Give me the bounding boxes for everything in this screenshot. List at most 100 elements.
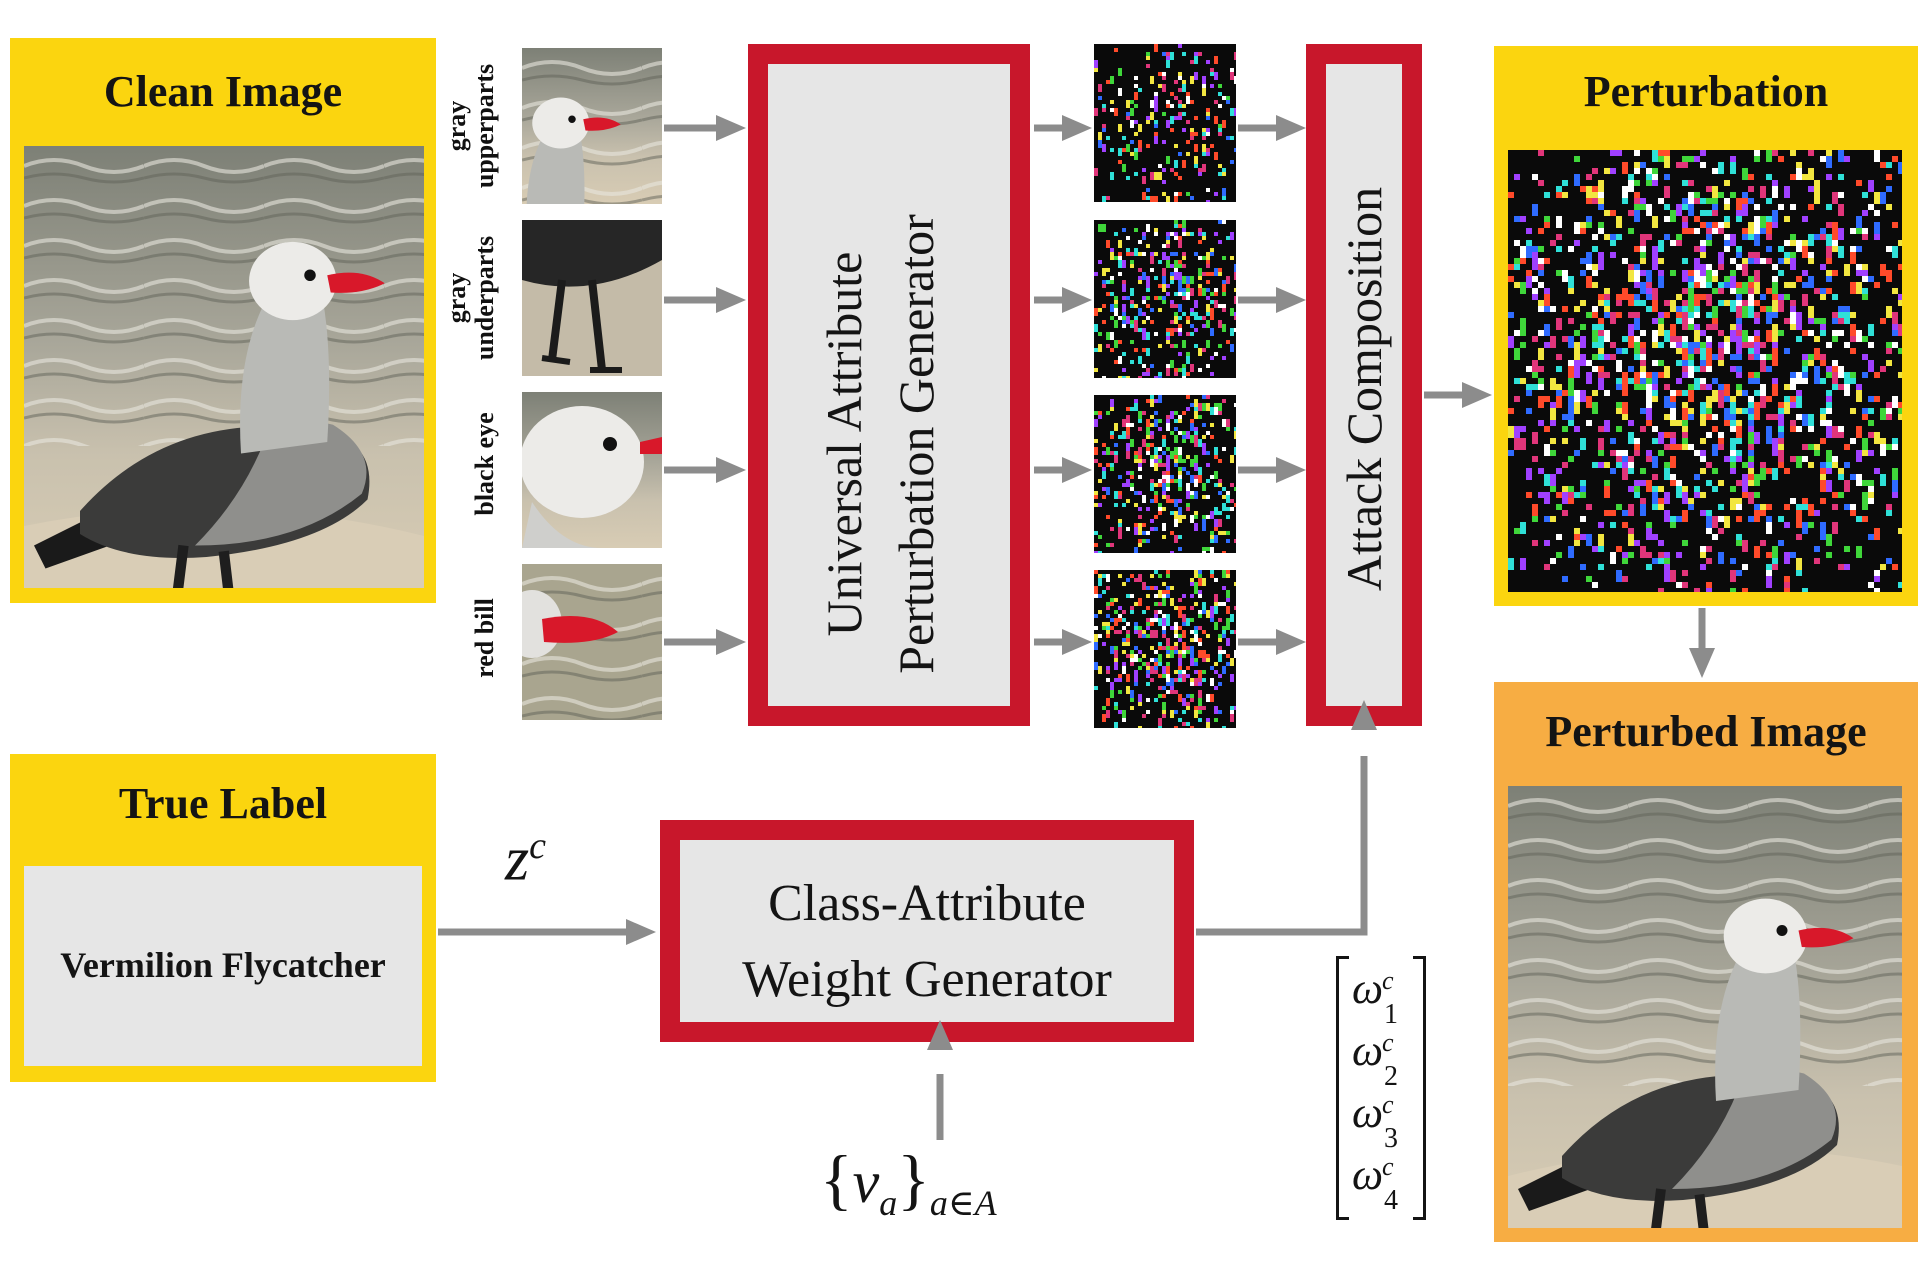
noise-speckle	[1538, 468, 1544, 474]
noise-speckle	[1550, 336, 1556, 342]
noise-speckle	[1748, 234, 1754, 240]
noise-speckle	[1694, 474, 1700, 480]
noise-speckle	[1748, 468, 1754, 474]
noise-speckle	[1230, 507, 1234, 511]
noise-speckle	[1222, 172, 1226, 176]
noise-speckle	[1190, 128, 1194, 132]
noise-speckle	[1574, 402, 1580, 414]
noise-speckle	[1154, 399, 1158, 403]
noise-speckle	[1538, 180, 1544, 186]
noise-speckle	[1118, 376, 1122, 378]
noise-speckle	[1856, 270, 1862, 276]
noise-speckle	[1190, 594, 1194, 598]
noise-speckle	[1206, 698, 1210, 702]
noise-speckle	[1126, 678, 1130, 682]
noise-speckle	[1694, 216, 1700, 222]
noise-speckle	[1094, 543, 1098, 547]
noise-speckle	[1146, 606, 1150, 610]
noise-speckle	[1114, 646, 1118, 650]
noise-speckle	[1134, 527, 1138, 535]
noise-speckle	[1114, 662, 1118, 670]
noise-speckle	[1162, 84, 1166, 92]
noise-speckle	[1126, 435, 1130, 439]
noise-speckle	[1186, 352, 1190, 356]
noise-speckle	[1098, 84, 1102, 92]
noise-speckle	[1562, 306, 1568, 312]
noise-speckle	[1094, 411, 1098, 415]
noise-speckle	[1742, 282, 1748, 294]
noise-speckle	[1106, 622, 1110, 626]
noise-speckle	[1138, 666, 1142, 670]
noise-speckle	[1694, 324, 1700, 330]
noise-speckle	[1538, 246, 1544, 252]
noise-speckle	[1130, 288, 1134, 296]
noise-speckle	[1198, 475, 1202, 483]
noise-speckle	[1634, 282, 1640, 288]
noise-speckle	[1730, 468, 1736, 474]
noise-speckle	[1154, 376, 1158, 378]
noise-speckle	[1210, 694, 1214, 702]
noise-speckle	[1202, 670, 1206, 674]
noise-speckle	[1724, 198, 1730, 204]
noise-speckle	[1520, 342, 1526, 348]
weight-entry-subscript: 3	[1384, 1123, 1398, 1154]
noise-speckle	[1186, 96, 1190, 104]
noise-speckle	[1178, 483, 1182, 487]
noise-speckle	[1808, 330, 1814, 336]
noise-speckle	[1118, 260, 1122, 268]
noise-speckle	[1222, 503, 1226, 511]
noise-speckle	[1568, 546, 1574, 558]
noise-speckle	[1206, 304, 1210, 312]
noise-speckle	[1158, 84, 1162, 88]
noise-speckle	[1508, 276, 1514, 282]
noise-speckle	[1098, 594, 1102, 598]
noise-speckle	[1222, 419, 1226, 427]
noise-speckle	[1670, 420, 1676, 426]
noise-speckle	[1688, 498, 1694, 504]
universal-attribute-perturbation-generator: Universal Attribute Perturbation Generat…	[748, 44, 1030, 726]
noise-speckle	[1182, 431, 1186, 435]
noise-speckle	[1210, 511, 1214, 519]
noise-speckle	[1796, 312, 1802, 324]
noise-speckle	[1138, 602, 1142, 606]
noise-speckle	[1676, 348, 1682, 354]
noise-speckle	[1130, 574, 1134, 578]
noise-speckle	[1186, 694, 1190, 698]
noise-speckle	[1730, 486, 1736, 492]
noise-speckle	[1114, 112, 1118, 116]
noise-speckle	[1862, 492, 1868, 498]
noise-speckle	[1754, 252, 1760, 258]
weight-generator-label-line2: Weight Generator	[742, 951, 1112, 1008]
noise-speckle	[1814, 450, 1820, 456]
noise-speckle	[1202, 272, 1206, 276]
noise-speckle	[1808, 522, 1814, 528]
noise-speckle	[1130, 152, 1134, 156]
noise-speckle	[1616, 546, 1622, 552]
noise-speckle	[1892, 288, 1898, 294]
noise-speckle	[1138, 124, 1142, 132]
noise-speckle	[1766, 216, 1772, 222]
noise-speckle	[1162, 252, 1166, 260]
noise-speckle	[1094, 531, 1098, 535]
noise-speckle	[1622, 384, 1628, 396]
noise-speckle	[1158, 726, 1162, 728]
noise-speckle	[1832, 426, 1838, 438]
noise-speckle	[1122, 483, 1126, 487]
noise-speckle	[1754, 222, 1760, 234]
noise-speckle	[1772, 294, 1778, 300]
noise-speckle	[1182, 439, 1186, 443]
noise-speckle	[1556, 192, 1562, 198]
noise-speckle	[1706, 408, 1712, 414]
noise-speckle	[1126, 471, 1130, 475]
noise-speckle	[1166, 455, 1170, 463]
noise-speckle	[1652, 492, 1658, 504]
noise-speckle	[1222, 220, 1226, 224]
noise-speckle	[1182, 467, 1186, 471]
noise-speckle	[1676, 444, 1682, 450]
noise-speckle	[1146, 447, 1150, 451]
noise-speckle	[1700, 348, 1706, 360]
noise-speckle	[1682, 180, 1688, 186]
noise-speckle	[1206, 320, 1210, 328]
noise-speckle	[1146, 372, 1150, 376]
noise-speckle	[1562, 438, 1568, 444]
